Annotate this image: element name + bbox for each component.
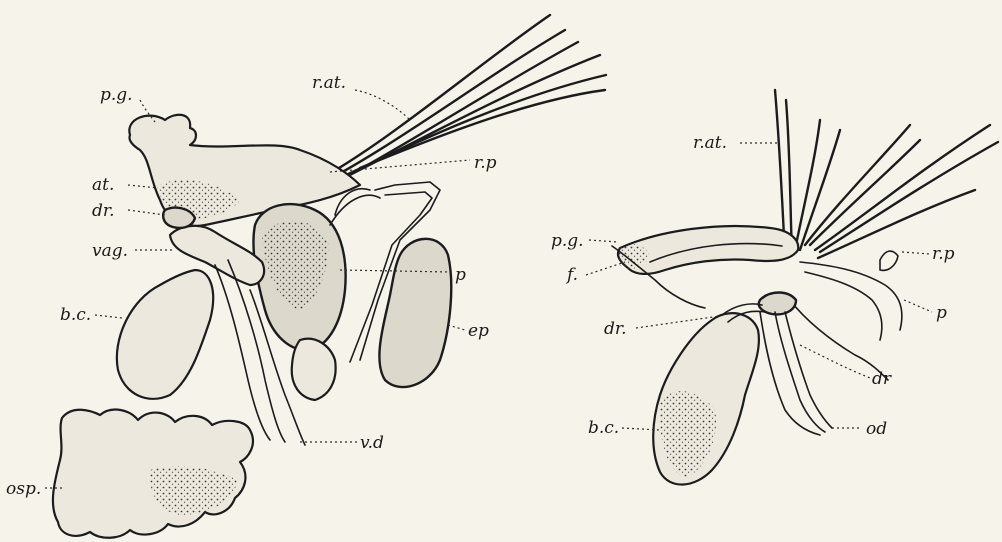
label-left-rp: r.p xyxy=(474,153,497,173)
label-right-dr-right: dr xyxy=(872,369,892,389)
right-oviduct xyxy=(760,312,832,435)
left-retractor-strands xyxy=(300,15,606,195)
label-left-rat: r.at. xyxy=(312,73,346,93)
label-right-bc: b.c. xyxy=(588,418,619,438)
label-left-vd: v.d xyxy=(360,433,384,453)
label-left-at: at. xyxy=(92,175,114,195)
label-left-osp: osp. xyxy=(6,479,41,499)
left-atrium xyxy=(129,115,360,226)
left-diagram xyxy=(53,15,606,538)
left-epiphallus xyxy=(379,239,451,387)
label-right-od: od xyxy=(866,419,887,439)
label-left-ep: ep xyxy=(468,321,489,341)
label-right-p: p xyxy=(936,303,947,323)
label-right-rat: r.at. xyxy=(693,133,727,153)
label-left-bc: b.c. xyxy=(60,305,91,325)
label-right-f: f. xyxy=(565,265,578,285)
right-labels: r.at. p.g. f. r.p p dr. dr b.c. od xyxy=(551,133,955,439)
label-right-dr-left: dr. xyxy=(604,319,627,339)
label-left-dr: dr. xyxy=(92,201,115,221)
right-penis xyxy=(800,262,902,340)
label-right-rp: r.p xyxy=(932,244,955,264)
left-bursa-copulatrix xyxy=(117,270,213,399)
label-left-vag: vag. xyxy=(92,241,128,261)
label-left-pg: p.g. xyxy=(100,85,133,105)
label-right-pg: p.g. xyxy=(551,231,584,251)
right-retractor-strands xyxy=(775,90,998,258)
label-left-p: p xyxy=(455,265,466,285)
right-diagram xyxy=(612,90,998,485)
